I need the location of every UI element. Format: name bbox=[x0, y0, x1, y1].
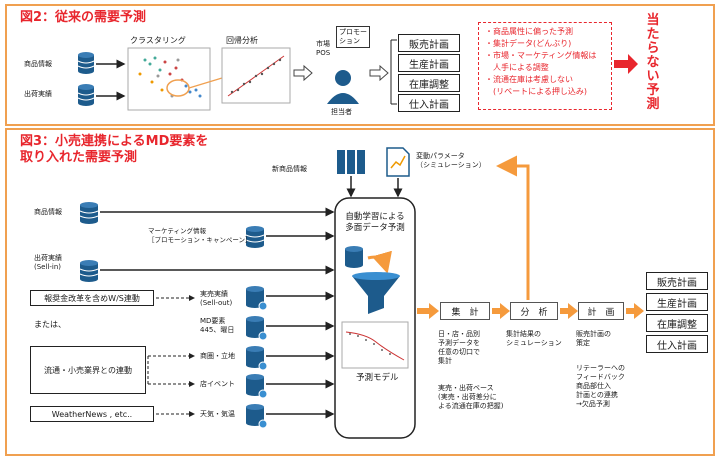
fig2-note: ・流通在庫は考慮しない bbox=[485, 75, 573, 84]
fig2-panel bbox=[5, 4, 715, 126]
fig3-input-md: MD要素 445、曜日 bbox=[200, 317, 235, 334]
fig3-title-line2: 取り入れた需要予測 bbox=[20, 150, 138, 165]
fig3-plan-inventory: 在庫調整 bbox=[646, 314, 708, 332]
scatter-plot-icon bbox=[127, 47, 211, 111]
funnel-icon bbox=[352, 272, 400, 314]
fig2-promotion: プロモー ション bbox=[336, 26, 370, 48]
fig3-input-weather: 天気・気温 bbox=[200, 410, 235, 418]
fig3-matawa: または、 bbox=[34, 320, 66, 329]
fig2-plan-production: 生産計画 bbox=[398, 54, 460, 72]
fig3-stage-plan: 計 画 bbox=[578, 302, 624, 320]
fig2-note: ・市場・マーケティング情報は bbox=[485, 51, 597, 60]
database-icon bbox=[246, 346, 268, 371]
fig2-input-shipment: 出荷実績 bbox=[24, 90, 52, 98]
fig2-plan-inventory: 在庫調整 bbox=[398, 74, 460, 92]
database-icon bbox=[345, 246, 363, 268]
database-icon bbox=[246, 286, 268, 311]
fig2-regression-label: 回帰分析 bbox=[226, 36, 258, 45]
fig3-input-product: 商品情報 bbox=[34, 208, 62, 216]
database-icon bbox=[245, 226, 265, 248]
fig3-note-plan: 販売計画の 策定 bbox=[576, 330, 611, 347]
fig2-title: 図2：従来の需要予測 bbox=[20, 10, 147, 25]
fig2-person-label: 担当者 bbox=[331, 108, 352, 116]
fig2-graphics bbox=[77, 39, 638, 111]
document-chart-icon bbox=[386, 147, 410, 177]
fig2-notes-box: ・商品属性に偏った予測 ・集計データ(どんぶり) ・市場・マーケティング情報は … bbox=[478, 22, 612, 110]
fig2-input-product: 商品情報 bbox=[24, 60, 52, 68]
fig3-input-trade-area: 商圏・立地 bbox=[200, 352, 235, 360]
fig2-note: ・集計データ(どんぶり) bbox=[485, 39, 572, 48]
fig3-source-weather: WeatherNews , etc.. bbox=[30, 406, 154, 422]
fig3-input-sellout: 実売実績 (Sell-out) bbox=[200, 290, 233, 307]
fig3-source-retail: 流通・小売業界との連動 bbox=[30, 346, 146, 394]
fig3-plan-production: 生産計画 bbox=[646, 293, 708, 311]
fig3-ml-label: 自動学習による 多面データ予測 bbox=[345, 212, 405, 233]
fig3-plan-purchase: 仕入計画 bbox=[646, 335, 708, 353]
database-icon bbox=[77, 52, 95, 74]
line-plot-icon bbox=[341, 321, 409, 369]
book-icon bbox=[337, 150, 365, 174]
database-icon bbox=[79, 202, 99, 224]
fig3-input-shipment: 出荷実績 (Sell-in) bbox=[34, 254, 62, 271]
fig2-note: (リベートによる押し込み) bbox=[485, 87, 588, 96]
fig3-stage-analyze: 分 析 bbox=[510, 302, 558, 320]
person-icon bbox=[327, 70, 359, 104]
fig3-plan-sales: 販売計画 bbox=[646, 272, 708, 290]
database-icon bbox=[79, 260, 99, 282]
fig2-market-pos: 市場 POS bbox=[316, 40, 331, 57]
fig3-source-rebate: 報奨金改革を含めW/S連動 bbox=[30, 290, 154, 306]
fig3-stage-aggregate: 集 計 bbox=[440, 302, 490, 320]
fig3-note-aggregate2: 実売・出荷ベース (実売・出荷差分に よる流通在庫の把握) bbox=[438, 384, 504, 410]
database-icon bbox=[246, 374, 268, 399]
fig3-input-marketing: マーケティング情報 ［プロモーション・キャンペーン］ bbox=[148, 227, 252, 244]
fig3-param: 変動パラメータ （シミュレーション） bbox=[416, 152, 486, 169]
fig2-note: 人手による調整 bbox=[485, 63, 549, 72]
database-icon bbox=[77, 84, 95, 106]
fig2-plan-purchase: 仕入計画 bbox=[398, 94, 460, 112]
database-icon bbox=[246, 316, 268, 341]
fig2-clustering-label: クラスタリング bbox=[130, 36, 186, 45]
fig3-note-aggregate: 日・店・品別 予測データを 任意の切口で 集計 bbox=[438, 330, 480, 365]
database-icon bbox=[246, 404, 268, 429]
fig3-model-label: 予測モデル bbox=[356, 373, 399, 383]
fig3-title-line1: 図3：小売連携によるMD要素を bbox=[20, 134, 209, 149]
fig3-note-plan2: リテーラーへの フィードバック 商品部仕入 計画との連携 →欠品予測 bbox=[576, 364, 625, 408]
fig2-note: ・商品属性に偏った予測 bbox=[485, 27, 573, 36]
fig2-plan-sales: 販売計画 bbox=[398, 34, 460, 52]
fig2-conclusion: 当たらない予測 bbox=[646, 13, 660, 112]
fig3-note-analyze: 集計結果の シミュレーション bbox=[506, 330, 562, 347]
fig3-panel bbox=[5, 128, 715, 456]
fig3-input-store-event: 店イベント bbox=[200, 380, 235, 388]
fig3-new-product: 新商品情報 bbox=[272, 165, 307, 173]
line-plot-icon bbox=[221, 47, 291, 104]
